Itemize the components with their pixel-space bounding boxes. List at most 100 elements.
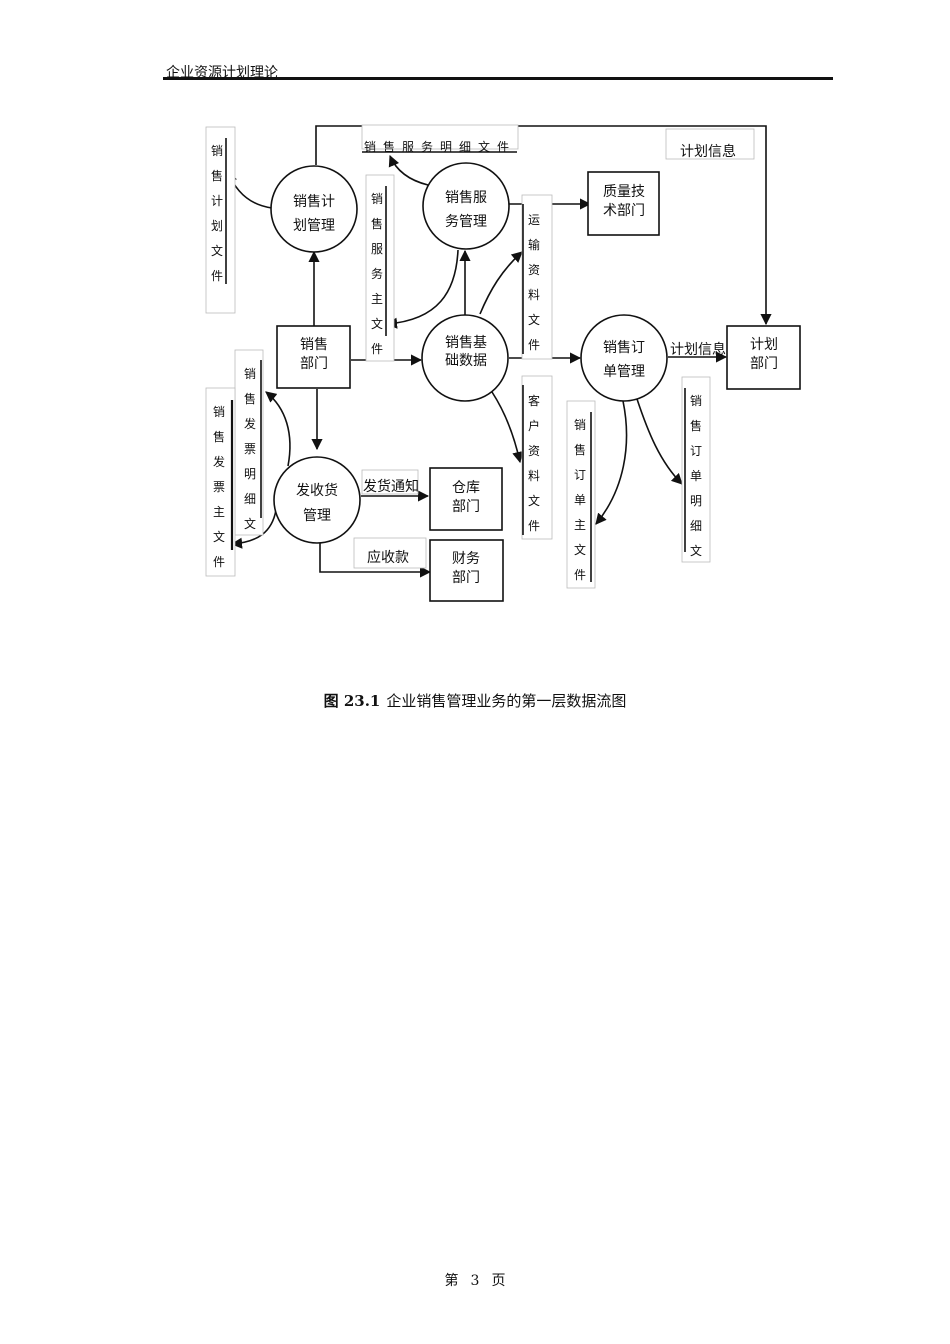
store-label-char: 明 [690,494,702,508]
svg-text:应收款: 应收款 [367,549,409,566]
store-label-char: 销 [244,367,256,381]
svg-text:销售服务管理: 销售服务管理 [445,190,487,230]
svg-text:销售订单主文件: 销售订单主文件 [574,418,586,582]
flow-service-to-detail-file [388,154,429,186]
store-label-char: 文 [213,529,225,544]
node-label-line: 销售基 [445,334,487,351]
store-label-char: 文 [211,243,223,258]
store-label-char: 细 [244,492,256,506]
store-label-char: 售 [211,168,223,183]
svg-text:销售发票主文件: 销售发票主文件 [213,405,225,569]
store-label-char: 运 [528,213,540,227]
node-label-line: 管理 [303,508,331,524]
node-label-line: 质量技 [603,184,645,200]
store-label-char: 件 [528,338,540,352]
flow-base-to-customer [491,391,524,464]
store-label-char: 务 [371,266,383,281]
entity-finance: 财务部门 [429,539,504,602]
svg-text:销售计划管理: 销售计划管理 [293,194,335,234]
flow-order-to-master-file [595,400,628,525]
store-label-char: 单 [574,493,586,507]
flow-shipping-to-invoice-detail [265,391,291,467]
svg-text:销售基础数据: 销售基础数据 [445,334,487,369]
flow-label-plan-info-right: 计划信息 [670,341,726,358]
store-customer-file: 客户资料文件 [521,375,553,540]
header-rule [163,77,833,80]
store-label-char: 售 [690,418,702,433]
page-number-prefix: 第 [444,1273,459,1289]
store-label-char: 件 [371,342,383,356]
store-label-char: 件 [528,519,540,533]
store-label-char: 订 [690,444,702,458]
process-sales-service: 销售服务管理 [422,162,510,250]
node-label-line: 销售计 [293,194,335,210]
svg-text:质量技术部门: 质量技术部门 [603,184,645,219]
svg-text:运输资料文件: 运输资料文件 [528,213,540,352]
node-label-line: 销售订 [603,340,645,356]
store-label-char: 文 [244,516,256,531]
store-label-char: 售 [371,216,383,231]
flow-label-receivable: 应收款 [353,537,427,569]
store-label-char: 售 [574,442,586,457]
store-label-char: 销 [211,144,223,158]
store-transport-file: 运输资料文件 [521,194,553,360]
store-label-char: 计 [211,194,223,208]
store-label-char: 发 [213,454,225,469]
node-label-line: 术部门 [603,203,645,219]
store-label-char: 售 [244,391,256,406]
store-label-char: 销 [371,192,383,206]
node-label-line: 部门 [452,499,480,515]
store-label-char: 文 [528,493,540,508]
store-label-char: 票 [244,442,256,456]
page-number-value: 3 [470,1273,480,1289]
store-label-char: 主 [371,292,383,306]
node-label-line: 财务 [452,551,480,567]
svg-text:销售订单管理: 销售订单管理 [603,340,645,380]
store-label-char: 细 [690,519,702,533]
flow-base-to-transport [479,251,523,315]
svg-text:财务部门: 财务部门 [452,551,480,586]
store-label-char: 资 [528,444,540,458]
node-label-line: 计划 [750,337,778,353]
store-label-char: 主 [213,505,225,519]
process-sales-plan: 销售计划管理 [270,165,358,253]
store-label-char: 票 [213,480,225,494]
store-label-char: 资 [528,263,540,277]
store-label-char: 文 [528,312,540,327]
svg-text:销售服务主文件: 销售服务主文件 [371,192,383,356]
store-label-char: 件 [574,568,586,582]
node-label-line: 仓库 [452,480,480,496]
store-label-char: 服 [371,242,383,256]
store-service-detail-file: 销售服务明细文件 [361,124,519,154]
store-label-char: 划 [211,219,223,233]
store-label-char: 料 [528,469,540,483]
data-flow-diagram: 销售计划文件 销售服务主文件 运输资料文件 客户资料文件 销售发票明细文 销售发… [205,124,801,602]
store-invoice-master-file: 销售发票主文件 [205,387,236,577]
store-label-char: 单 [690,469,702,483]
process-sales-base-data: 销售基础数据 [421,314,509,402]
svg-text:计划信息: 计划信息 [680,143,736,160]
store-label-char: 售 [213,429,225,444]
flow-service-to-master-file [385,249,459,329]
store-label-char: 户 [528,418,540,433]
node-label-line: 销售服 [445,190,487,206]
store-label-char: 客 [528,393,540,408]
store-label-char: 输 [528,237,540,252]
svg-text:销售计划文件: 销售计划文件 [211,144,223,283]
entity-warehouse: 仓库部门 [429,467,503,531]
store-label-char: 订 [574,468,586,482]
store-label-char: 主 [574,518,586,532]
store-label-char: 发 [244,416,256,431]
store-service-detail-file-label: 销售服务明细文件 [364,139,516,154]
store-label-char: 文 [371,316,383,331]
store-sales-plan-file: 销售计划文件 [205,126,236,314]
flow-shipping-to-finance [319,540,432,578]
entity-sales-dept: 销售部门 [276,325,351,389]
svg-text:发货通知: 发货通知 [363,478,419,495]
node-label-line: 单管理 [603,364,645,380]
store-service-master-file: 销售服务主文件 [365,174,395,362]
process-shipping: 发收货管理 [273,456,361,544]
flow-plan-to-plan-dept [315,125,772,326]
